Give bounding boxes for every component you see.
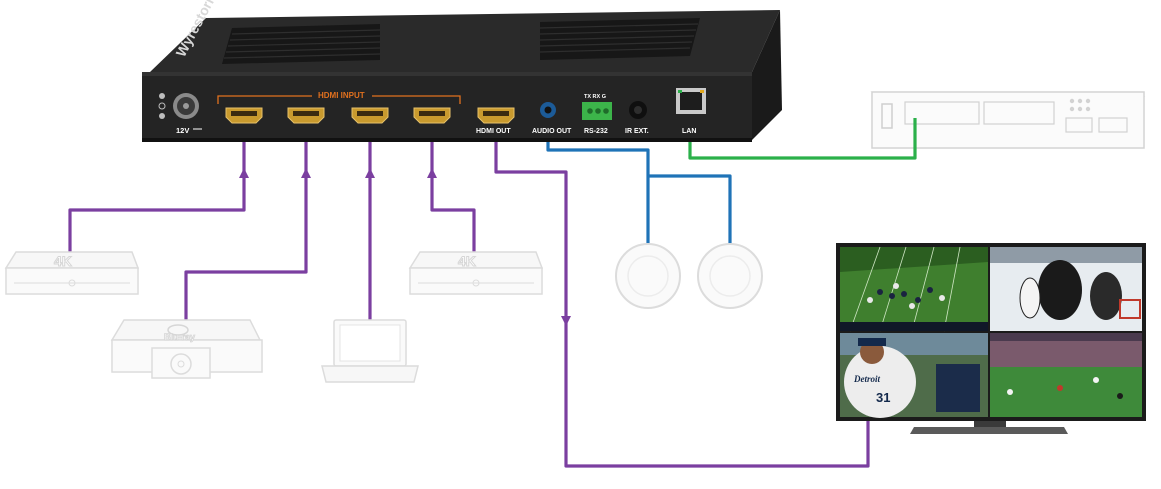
lan-label: LAN	[682, 128, 696, 135]
source-4k-player-1: 4K	[4, 251, 140, 295]
multiviewer-device: Wyrestorm 12V HDMI INPUT	[142, 0, 782, 142]
hdmi-out-label: HDMI OUT	[476, 128, 511, 135]
source-4-label: 4K	[458, 253, 476, 269]
lan-port: LAN	[676, 88, 706, 135]
hdmi-cable-output	[494, 115, 870, 468]
hdmi-cable-input-2	[184, 115, 308, 320]
network-switch	[870, 91, 1146, 149]
source-2-label: Blu-ray	[164, 332, 195, 342]
hdmi-cable-input-4	[430, 115, 476, 252]
rs232-port: TX RX G RS-232	[582, 94, 612, 135]
speaker-left	[615, 243, 681, 309]
jersey-number: 31	[876, 390, 890, 405]
screen-quadrant-baseball: Detroit 31	[840, 333, 988, 418]
vent-grille-right	[540, 18, 700, 60]
source-1-label: 4K	[54, 253, 72, 269]
power-label: 12V	[176, 126, 189, 135]
source-4k-player-2: 4K	[408, 251, 544, 295]
hdmi-cable-input-1	[68, 115, 246, 252]
ir-ext-label: IR EXT.	[625, 128, 649, 135]
audio-out-port: AUDIO OUT	[532, 102, 572, 135]
source-blu-ray-player: Blu-ray	[110, 319, 263, 379]
hdmi-arrows	[239, 168, 571, 326]
hdmi-input-label: HDMI INPUT	[318, 91, 365, 100]
audio-out-label: AUDIO OUT	[532, 128, 572, 135]
jersey-script: Detroit	[853, 374, 880, 384]
hdmi-output-port: HDMI OUT	[476, 107, 515, 135]
screen-quadrant-football	[840, 246, 988, 332]
ir-ext-port: IR EXT.	[625, 101, 649, 135]
rs232-label: RS-232	[584, 128, 608, 135]
screen-quadrant-soccer	[990, 333, 1142, 417]
screen-quadrant-hockey	[990, 247, 1142, 331]
switch-ports	[904, 101, 1128, 133]
power-port: 12V	[158, 93, 202, 135]
speaker-right	[697, 243, 763, 309]
rs232-pins-label: TX RX G	[584, 94, 606, 100]
source-laptop	[321, 319, 419, 383]
display-tv: Detroit 31	[836, 243, 1146, 434]
